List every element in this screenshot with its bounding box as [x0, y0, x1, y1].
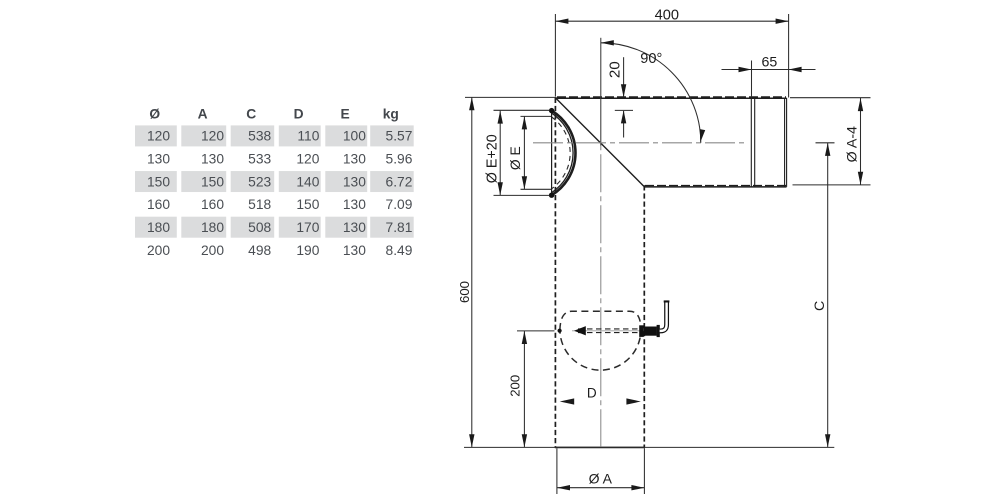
svg-text:5.57: 5.57 — [386, 129, 413, 144]
svg-text:8.49: 8.49 — [386, 243, 413, 258]
svg-text:D: D — [294, 106, 304, 121]
svg-text:130: 130 — [201, 152, 224, 167]
svg-text:D: D — [587, 385, 597, 400]
svg-text:180: 180 — [147, 220, 170, 235]
svg-text:170: 170 — [296, 220, 319, 235]
svg-text:518: 518 — [248, 197, 271, 212]
svg-text:200: 200 — [147, 243, 170, 258]
svg-text:533: 533 — [248, 152, 271, 167]
svg-text:538: 538 — [248, 129, 271, 144]
svg-text:150: 150 — [147, 174, 170, 189]
svg-text:508: 508 — [248, 220, 271, 235]
svg-text:20: 20 — [607, 61, 624, 78]
svg-text:90°: 90° — [640, 51, 662, 67]
svg-text:130: 130 — [147, 152, 170, 167]
svg-text:C: C — [812, 301, 828, 311]
svg-text:130: 130 — [343, 220, 366, 235]
svg-text:600: 600 — [457, 281, 472, 303]
svg-text:Ø A-4: Ø A-4 — [844, 126, 860, 162]
svg-text:130: 130 — [343, 243, 366, 258]
svg-text:E: E — [340, 106, 349, 121]
svg-text:120: 120 — [201, 129, 224, 144]
svg-text:110: 110 — [297, 129, 319, 144]
svg-text:C: C — [246, 106, 256, 121]
svg-text:120: 120 — [147, 129, 170, 144]
svg-text:150: 150 — [201, 174, 224, 189]
svg-text:200: 200 — [508, 375, 523, 397]
svg-text:6.72: 6.72 — [386, 174, 413, 189]
svg-text:200: 200 — [201, 243, 224, 258]
svg-text:kg: kg — [383, 106, 399, 121]
svg-text:65: 65 — [762, 54, 778, 70]
svg-text:160: 160 — [201, 197, 224, 212]
svg-text:160: 160 — [147, 197, 170, 212]
svg-text:130: 130 — [343, 174, 366, 189]
svg-text:180: 180 — [201, 220, 224, 235]
svg-text:7.09: 7.09 — [386, 197, 413, 212]
svg-text:Ø E+20: Ø E+20 — [485, 134, 501, 183]
svg-text:120: 120 — [296, 152, 319, 167]
svg-text:A: A — [198, 106, 208, 121]
svg-text:Ø A: Ø A — [589, 470, 613, 486]
svg-text:400: 400 — [655, 8, 679, 24]
svg-text:130: 130 — [343, 197, 366, 212]
svg-text:130: 130 — [343, 152, 366, 167]
svg-text:Ø: Ø — [149, 106, 160, 121]
svg-text:5.96: 5.96 — [386, 152, 413, 167]
svg-text:190: 190 — [296, 243, 319, 258]
svg-text:Ø E: Ø E — [508, 146, 523, 170]
svg-text:7.81: 7.81 — [386, 220, 413, 235]
svg-text:100: 100 — [343, 129, 366, 144]
svg-text:140: 140 — [296, 174, 319, 189]
svg-text:498: 498 — [248, 243, 271, 258]
svg-text:523: 523 — [248, 174, 271, 189]
svg-text:150: 150 — [296, 197, 319, 212]
